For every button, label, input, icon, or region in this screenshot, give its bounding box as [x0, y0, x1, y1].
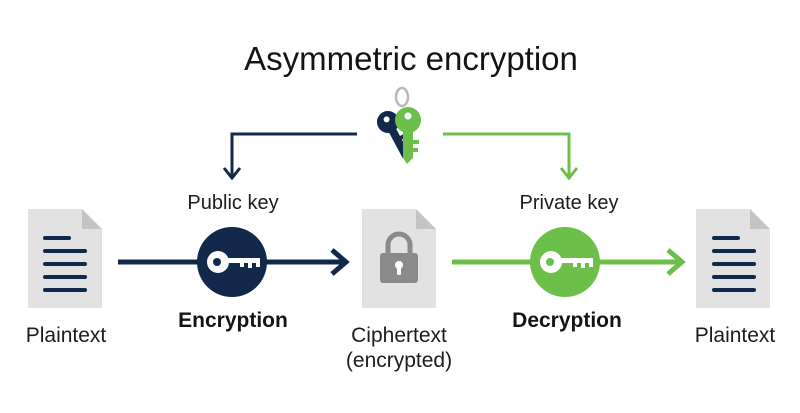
decryption-label: Decryption — [512, 309, 622, 332]
decryption-key-icon — [530, 227, 600, 297]
plaintext-document-icon — [28, 209, 102, 308]
key-pair-icon — [377, 86, 421, 164]
ciphertext-label: Ciphertext (encrypted) — [346, 323, 452, 373]
private-key-connector — [443, 132, 579, 181]
ciphertext-label-line2: (encrypted) — [345, 349, 453, 372]
padlock-icon — [380, 231, 418, 283]
decrypted-plaintext-document-icon — [696, 209, 770, 308]
ciphertext-label-line1: Ciphertext — [351, 324, 447, 347]
public-key-label: Public key — [187, 192, 279, 214]
public-key-connector — [222, 132, 357, 181]
encryption-key-icon — [197, 227, 267, 297]
private-key-label: Private key — [519, 192, 619, 214]
encryption-label: Encryption — [178, 309, 288, 332]
plaintext-label-right: Plaintext — [694, 324, 776, 347]
plaintext-label-left: Plaintext — [25, 324, 107, 347]
diagram-title: Asymmetric encryption — [244, 40, 578, 77]
